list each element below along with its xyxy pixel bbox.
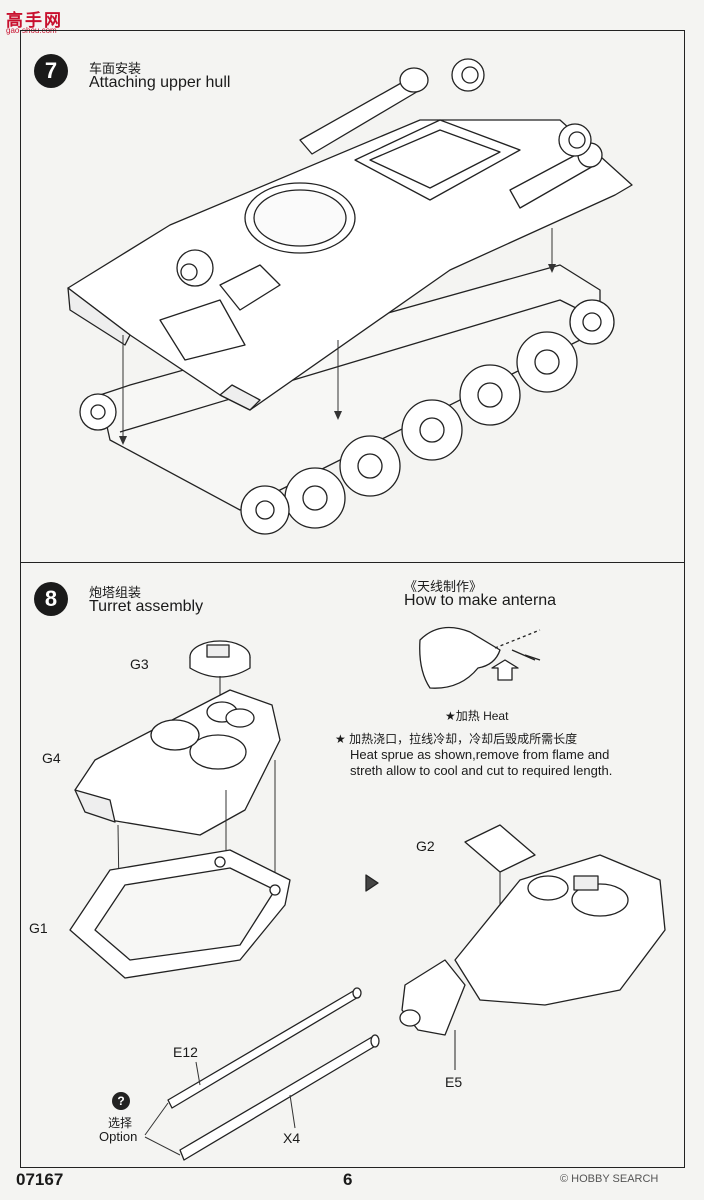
step7-number-badge: 7 (34, 54, 68, 88)
part-label-g1: G1 (29, 920, 48, 936)
step7-title-cn: 车面安装 (89, 61, 142, 76)
part-label-e12: E12 (173, 1044, 198, 1060)
option-question-icon: ? (112, 1092, 130, 1110)
part-label-g3: G3 (130, 656, 149, 672)
option-label-en: Option (99, 1129, 138, 1144)
site-logo: 高手网 (6, 11, 63, 30)
page-number: 6 (343, 1170, 353, 1189)
part-label-x4: X4 (283, 1130, 301, 1146)
instruction-frame (20, 30, 685, 1168)
step8-number-badge: 8 (34, 582, 68, 616)
part-label-g4: G4 (42, 750, 61, 766)
antenna-note-cn: ★ 加热浇口，拉线冷却，冷却后毁成所需长度 (335, 732, 578, 746)
hobbysearch-watermark: © HOBBY SEARCH (560, 1173, 659, 1185)
antenna-heat-label: ★加热 Heat (445, 709, 509, 723)
antenna-note-en-2: streth allow to cool and cut to required… (350, 763, 613, 778)
step7-title-en: Attaching upper hull (89, 74, 231, 91)
step-divider (20, 562, 685, 563)
part-label-g2: G2 (416, 838, 435, 854)
part-label-e5: E5 (445, 1074, 463, 1090)
step8-title-en: Turret assembly (89, 598, 204, 615)
option-label-cn: 选择 (108, 1116, 133, 1130)
step8-title-cn: 炮塔组装 (89, 585, 142, 600)
product-code: 07167 (16, 1170, 64, 1189)
antenna-title-en: How to make anterna (404, 592, 557, 609)
antenna-note-en-1: Heat sprue as shown,remove from flame an… (350, 747, 610, 762)
antenna-title-cn: 《天线制作》 (404, 579, 483, 594)
